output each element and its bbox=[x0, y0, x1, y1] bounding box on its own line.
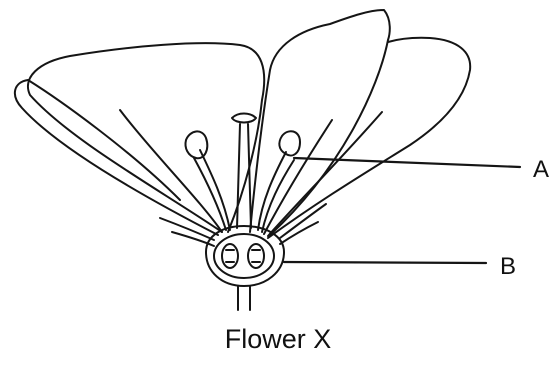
petal-back-left bbox=[28, 43, 264, 232]
petal-vein bbox=[120, 110, 222, 232]
sepal-right bbox=[280, 204, 326, 238]
diagram-caption: Flower X bbox=[0, 324, 556, 355]
flower-stalk bbox=[238, 286, 250, 310]
leader-line-a bbox=[294, 158, 520, 167]
ovule-detail bbox=[226, 250, 260, 262]
label-a: A bbox=[533, 156, 549, 183]
leader-line-b bbox=[284, 262, 486, 263]
petal-right bbox=[268, 38, 470, 238]
ovule bbox=[248, 244, 264, 268]
filament-left bbox=[200, 150, 230, 230]
anther-left bbox=[185, 131, 207, 158]
petal-front-left bbox=[15, 80, 218, 235]
stigma bbox=[232, 114, 256, 123]
filament-left-2 bbox=[194, 158, 226, 230]
label-b: B bbox=[500, 253, 516, 280]
anther-right bbox=[279, 131, 300, 155]
ovule bbox=[222, 244, 238, 268]
style bbox=[237, 124, 251, 228]
